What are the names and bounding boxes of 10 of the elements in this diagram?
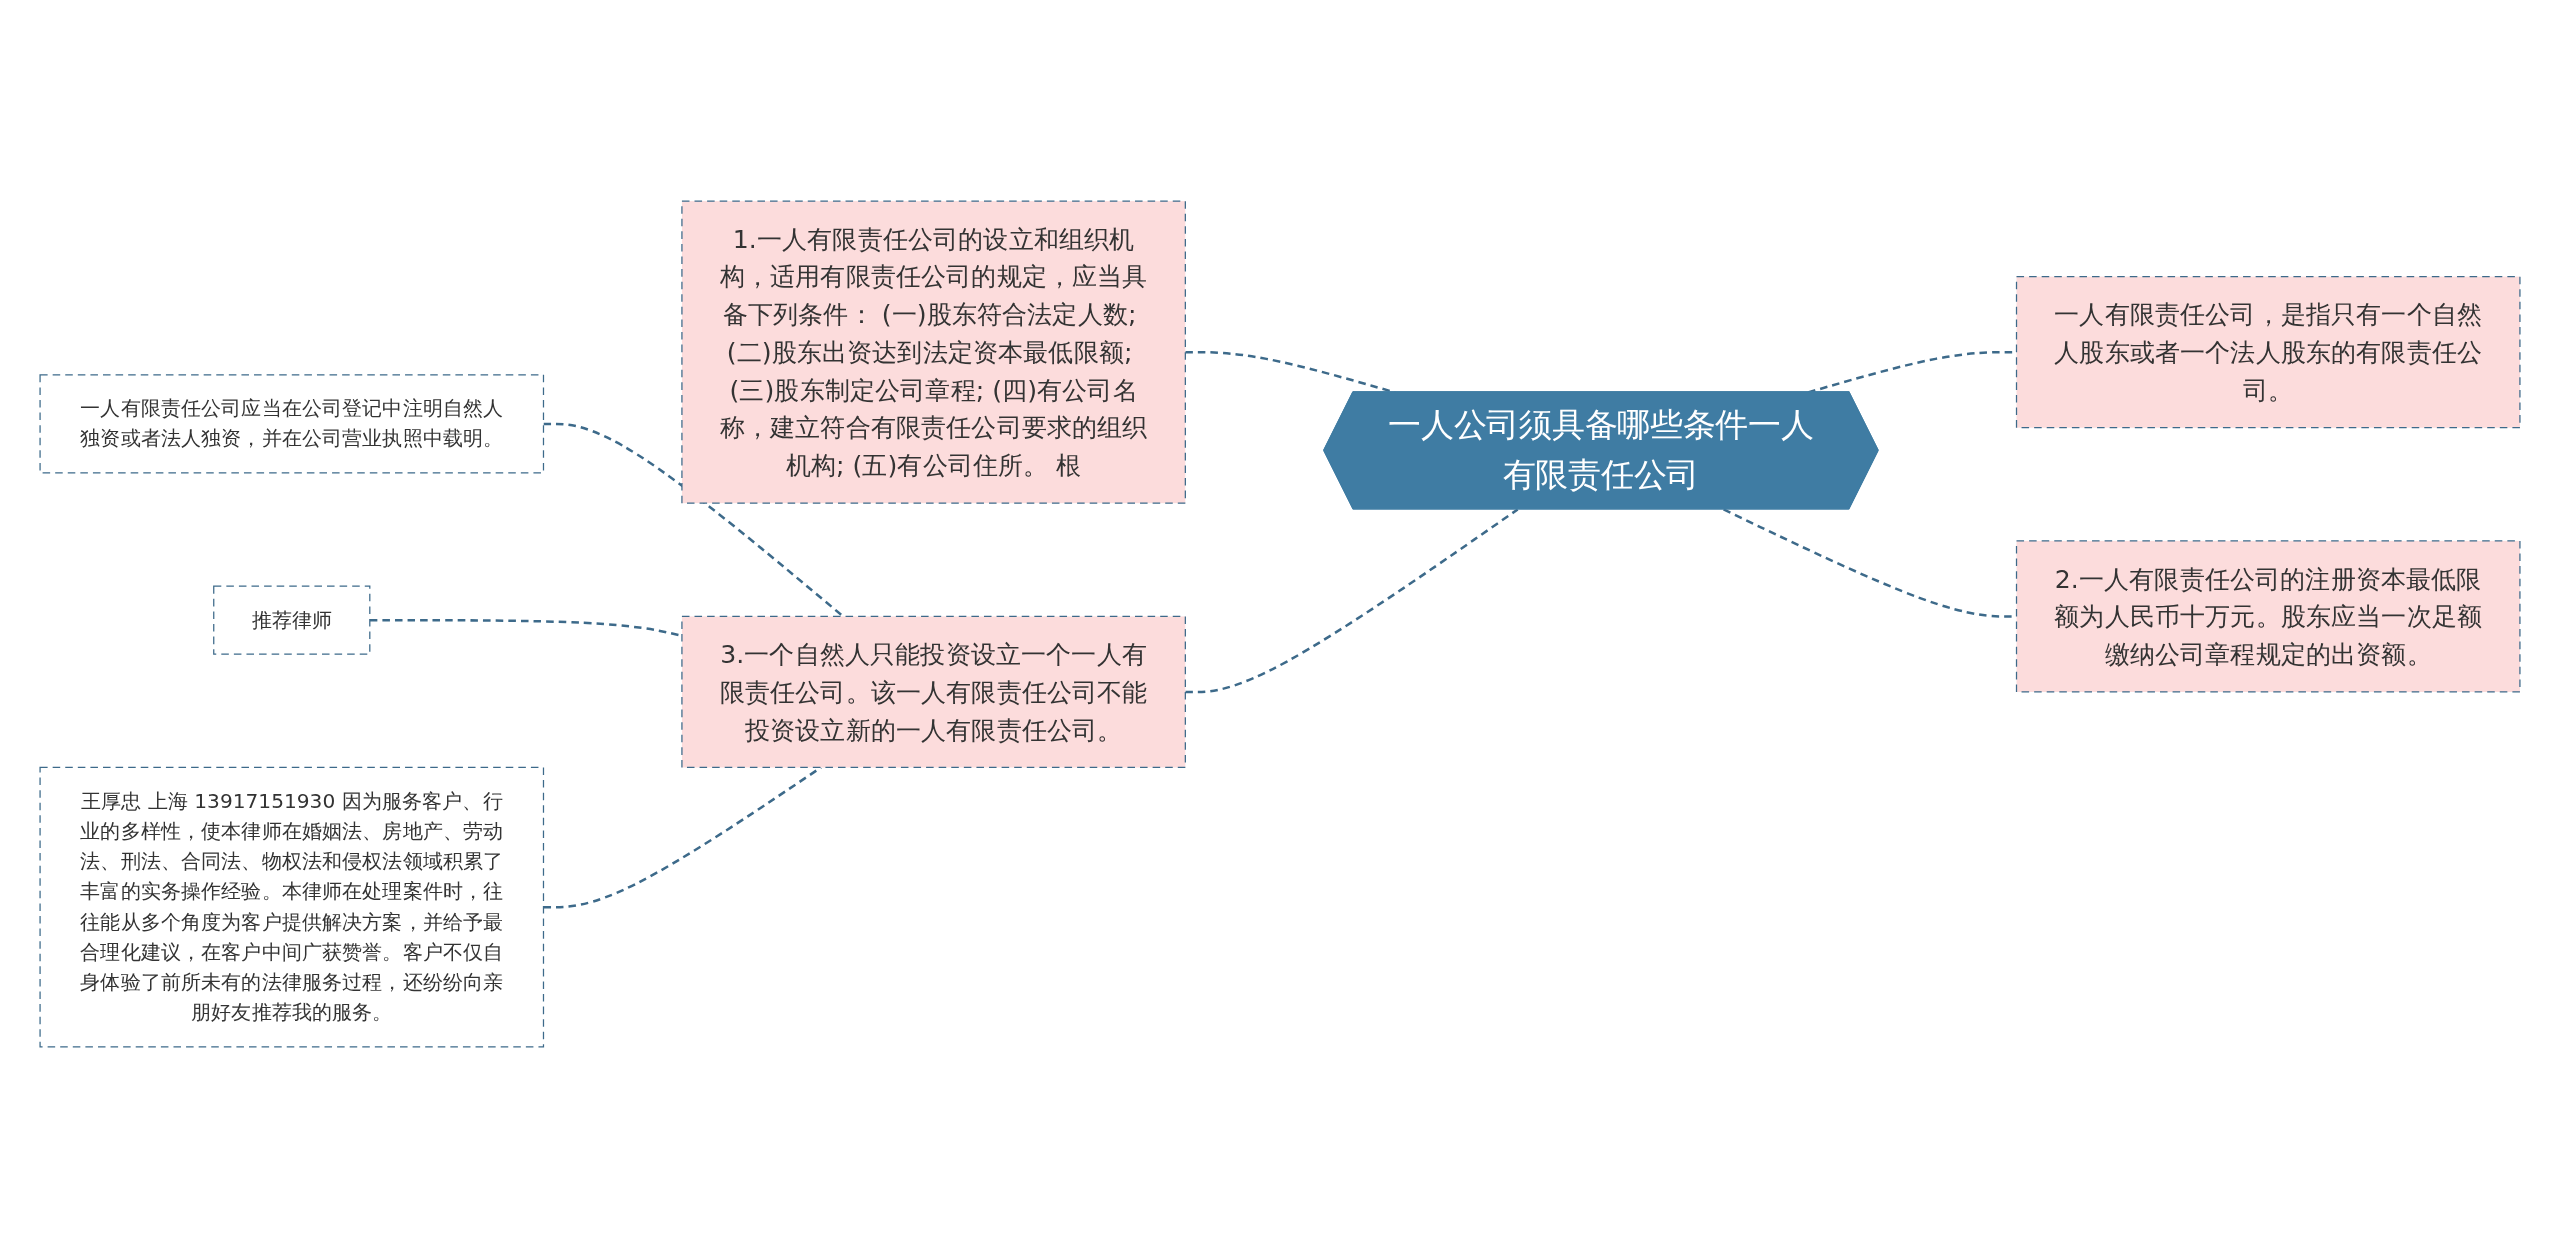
node-box: 推荐律师 <box>213 585 371 655</box>
connector <box>543 765 822 908</box>
node-box: 一人有限责任公司应当在公司登记中注明自然人独资或者法人独资，并在公司营业执照中载明。 <box>39 373 545 474</box>
node-box: 2.一人有限责任公司的注册资本最低限额为人民币十万元。股东应当一次足额缴纳公司章程规定的出资额。 <box>2015 539 2521 693</box>
node-box: 王厚忠 上海 13917151930 因为服务客户、行业的多样性，使本律师在婚姻法、房地产、劳动法、刑法、合同法、物权法和侵权法领域积累了丰富的实务操作经验。本律师在处理案件时，往往能从多个角度为客户提供解决方案，并给予最合理化建议，在客户中间广获赞誉。客户不仅自身体验了前所未有的法律服务过程，还纷纷向亲朋好友推荐我的服务。 <box>39 766 545 1047</box>
connector <box>1185 507 1519 693</box>
node-box: 1.一人有限责任公司的设立和组织机构，适用有限责任公司的规定，应当具备下列条件： (一)股东符合法定人数; (二)股东出资达到法定资本最低限额; (三)股东制定公司章程; (四)有公司名称，建立符合有限责任公司要求的组织机构; (五)有公司住所。 根 <box>681 200 1186 504</box>
node-box: 一人有限责任公司，是指只有一个自然人股东或者一个法人股东的有限责任公司。 <box>2015 275 2521 428</box>
connector <box>543 422 845 617</box>
node-box: 3.一个自然人只能投资设立一个一人有限责任公司。该一人有限责任公司不能投资设立新的一人有限责任公司。 <box>681 615 1186 768</box>
